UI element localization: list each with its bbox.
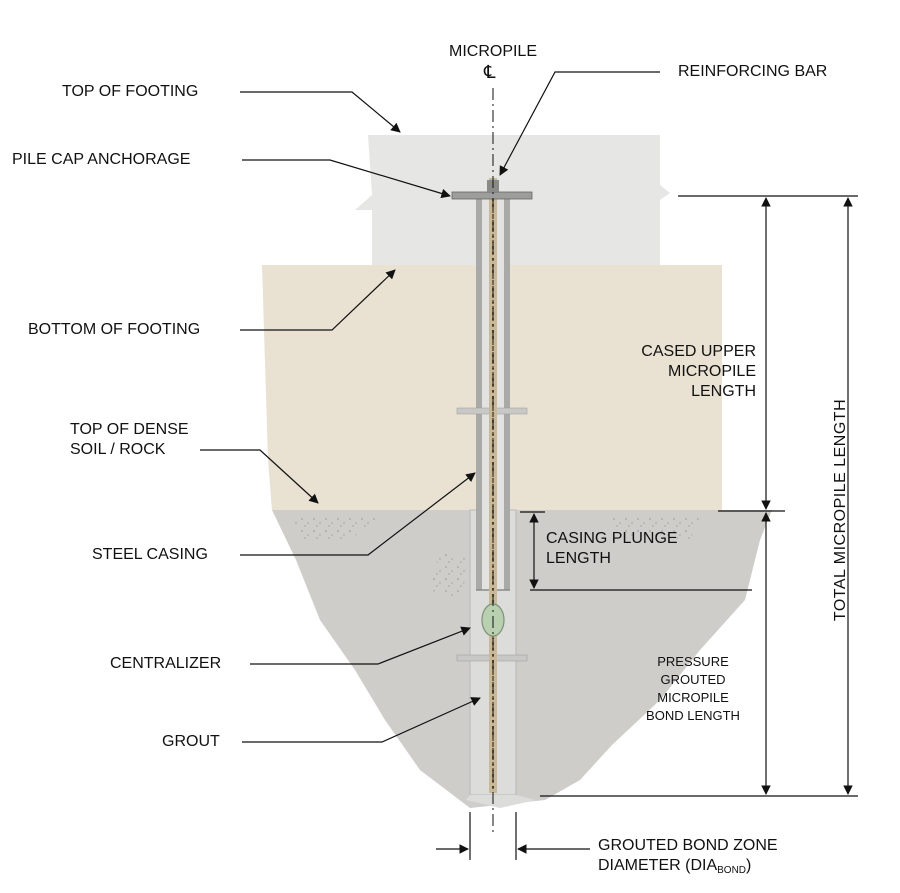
label-pile-cap-anchorage: PILE CAP ANCHORAGE: [12, 151, 191, 168]
label-top-of-dense-line2: SOIL / ROCK: [70, 441, 166, 458]
label-bottom-of-footing: BOTTOM OF FOOTING: [28, 321, 201, 338]
rock-speckle: [290, 515, 700, 600]
bond-zone-sub: BOND: [717, 865, 747, 876]
label-cased-upper-line2: MICROPILE: [667, 363, 756, 380]
label-steel-casing: STEEL CASING: [92, 546, 208, 563]
label-top-of-footing: TOP OF FOOTING: [62, 83, 199, 100]
centerline-label: MICROPILE: [448, 43, 537, 60]
pile-cap-plate: [451, 191, 533, 200]
bond-zone-pre: DIAMETER (DIA: [598, 857, 718, 874]
label-top-of-dense-line1: TOP OF DENSE: [70, 421, 189, 438]
label-reinforcing-bar: REINFORCING BAR: [678, 63, 828, 80]
label-pressure-line4: BOND LENGTH: [646, 708, 740, 723]
label-grout: GROUT: [162, 733, 220, 750]
label-centralizer: CENTRALIZER: [110, 655, 222, 672]
bond-zone-post: ): [746, 857, 752, 874]
label-bond-zone-line1: GROUTED BOND ZONE: [598, 837, 778, 854]
label-casing-plunge-line1: CASING PLUNGE: [546, 530, 678, 547]
label-cased-upper-line3: LENGTH: [691, 383, 756, 400]
label-bond-zone-line2: DIAMETER (DIABOND): [598, 856, 751, 881]
label-cased-upper-line1: CASED UPPER: [641, 343, 756, 360]
label-casing-plunge-line2: LENGTH: [546, 550, 611, 567]
label-pressure-line1: PRESSURE: [657, 654, 729, 669]
label-pressure-line2: GROUTED: [660, 672, 726, 687]
label-pressure-line3: MICROPILE: [657, 690, 729, 705]
footing: [355, 135, 670, 265]
centerline-symbol: ℄: [484, 62, 496, 82]
label-total-micropile-length: TOTAL MICROPILE LENGTH: [832, 398, 849, 622]
